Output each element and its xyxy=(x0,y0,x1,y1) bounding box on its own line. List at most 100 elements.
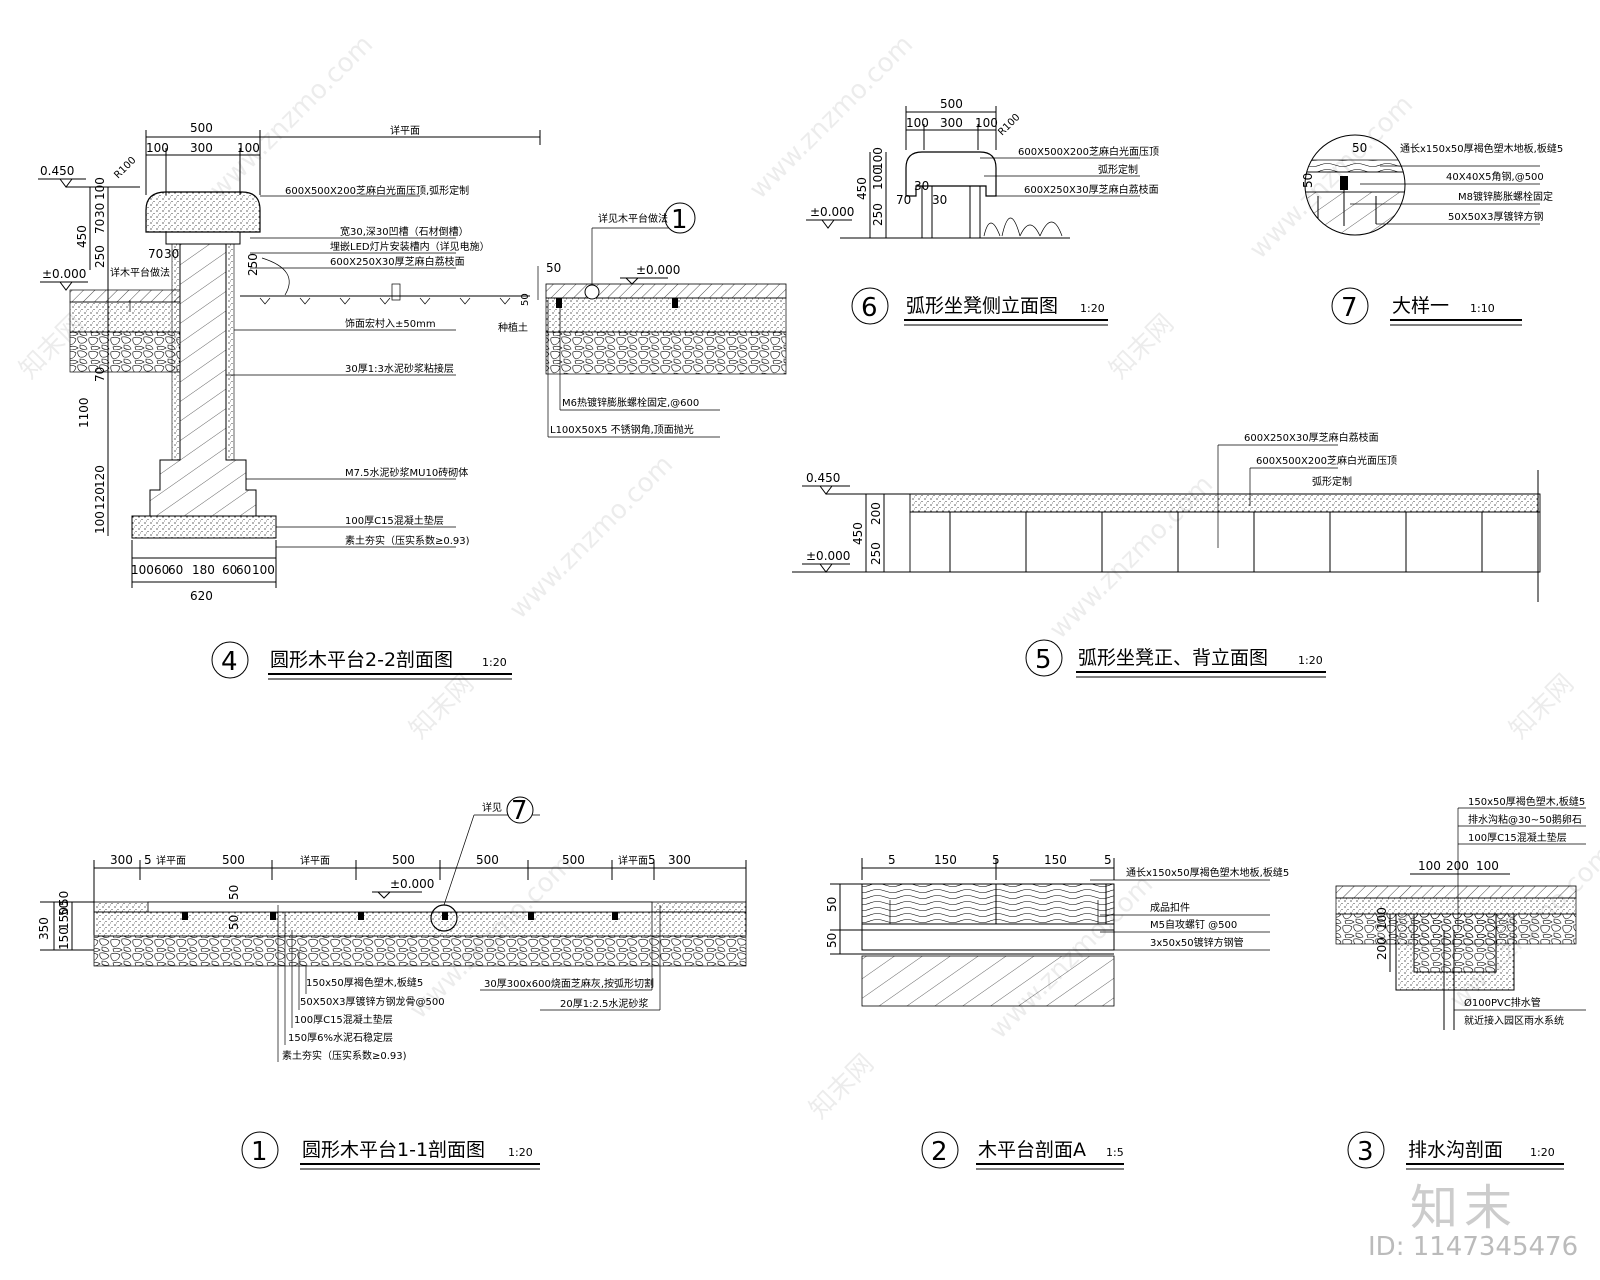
side-note: 详木平台做法 xyxy=(110,266,170,279)
svg-text:100: 100 xyxy=(975,116,998,130)
title-4: 圆形木平台2-2剖面图 xyxy=(270,649,453,671)
svg-text:5: 5 xyxy=(1104,853,1112,867)
svg-text:通长x150x50厚褐色塑木地板,板缝5: 通长x150x50厚褐色塑木地板,板缝5 xyxy=(1126,866,1289,879)
labels-4: 600X500X200芝麻白光面压顶,弧形定制 宽30,深30凹槽（石材倒槽） … xyxy=(129,184,490,548)
title-num-2: 2 xyxy=(931,1137,948,1167)
svg-text:200: 200 xyxy=(869,502,883,525)
inner-dim-70: 70 xyxy=(148,247,163,261)
drawing-2-section: 5 150 5 150 5 50 50 通长x150x50厚褐色塑木地板,板缝5… xyxy=(825,853,1289,1170)
svg-text:600X500X200芝麻白光面压顶: 600X500X200芝麻白光面压顶 xyxy=(1256,454,1397,467)
right-dim-a: 50 xyxy=(546,261,561,275)
svg-text:60: 60 xyxy=(168,563,183,577)
svg-text:弧形定制: 弧形定制 xyxy=(1312,475,1352,488)
svg-text:300: 300 xyxy=(940,116,963,130)
planting-soil: 种植土 xyxy=(498,321,528,334)
scale-2: 1:5 xyxy=(1106,1146,1124,1159)
drawing-1-section: 300 5 详平面 500 详平面 500 500 500 详平面 5 300 … xyxy=(37,796,747,1170)
svg-text:知末网: 知末网 xyxy=(1104,309,1180,385)
svg-text:250: 250 xyxy=(869,542,883,565)
svg-text:150: 150 xyxy=(934,853,957,867)
svg-text:500: 500 xyxy=(562,853,585,867)
radius-label: R100 xyxy=(112,155,138,181)
svg-text:50: 50 xyxy=(1301,173,1315,188)
scale-5: 1:20 xyxy=(1298,654,1323,667)
svg-text:30: 30 xyxy=(914,179,929,193)
title-7: 大样一 xyxy=(1392,295,1449,317)
svg-text:通长x150x50厚褐色塑木地板,板缝5: 通长x150x50厚褐色塑木地板,板缝5 xyxy=(1400,142,1563,155)
svg-text:知末网: 知末网 xyxy=(804,1049,880,1125)
detail-ref-num-1: 7 xyxy=(511,796,528,826)
top-dims-1: 300 5 详平面 500 详平面 500 500 500 详平面 5 300 xyxy=(110,853,691,867)
svg-text:www.znzmo.com: www.znzmo.com xyxy=(504,450,679,625)
svg-text:600X250X30厚芝麻白荔枝面: 600X250X30厚芝麻白荔枝面 xyxy=(1024,183,1159,196)
svg-text:30: 30 xyxy=(932,193,947,207)
svg-text:www.znzmo.com: www.znzmo.com xyxy=(204,30,379,205)
svg-text:100: 100 xyxy=(871,167,885,190)
svg-text:知末网: 知末网 xyxy=(1504,669,1580,745)
svg-text:M7.5水泥砂浆MU10砖砌体: M7.5水泥砂浆MU10砖砌体 xyxy=(345,466,468,479)
svg-text:5: 5 xyxy=(888,853,896,867)
dim-detail: 详平面 xyxy=(390,124,420,137)
level-zero: ±0.000 xyxy=(42,267,86,281)
svg-text:100: 100 xyxy=(906,116,929,130)
svg-text:300: 300 xyxy=(668,853,691,867)
svg-text:150: 150 xyxy=(57,927,71,950)
svg-text:40X40X5角钢,@500: 40X40X5角钢,@500 xyxy=(1446,170,1544,183)
svg-text:±0.000: ±0.000 xyxy=(806,549,850,563)
svg-text:150x50厚褐色塑木,板缝5: 150x50厚褐色塑木,板缝5 xyxy=(1468,795,1585,808)
svg-text:500: 500 xyxy=(476,853,499,867)
svg-text:±0.000: ±0.000 xyxy=(390,877,434,891)
svg-text:50: 50 xyxy=(825,933,839,948)
title-num-1: 1 xyxy=(251,1137,268,1167)
svg-text:5: 5 xyxy=(648,853,656,867)
level-top: 0.450 xyxy=(40,164,74,178)
svg-text:埋嵌LED灯片安装槽内（详见电施）: 埋嵌LED灯片安装槽内（详见电施） xyxy=(330,240,490,253)
svg-text:30厚1:3水泥砂浆粘接层: 30厚1:3水泥砂浆粘接层 xyxy=(345,362,454,375)
scale-3: 1:20 xyxy=(1530,1146,1555,1159)
svg-text:50: 50 xyxy=(57,901,71,916)
svg-text:300: 300 xyxy=(110,853,133,867)
svg-text:M5自攻螺钉 @500: M5自攻螺钉 @500 xyxy=(1150,918,1237,931)
dim-500: 500 xyxy=(190,121,213,135)
dim-100-a: 100 xyxy=(146,141,169,155)
svg-text:100: 100 xyxy=(252,563,275,577)
right-label-bolt: M6热镀锌膨胀螺栓固定,@600 xyxy=(562,396,699,409)
scale-7: 1:10 xyxy=(1470,302,1495,315)
inner-dim-30: 30 xyxy=(164,247,179,261)
svg-text:150厚6%水泥石稳定层: 150厚6%水泥石稳定层 xyxy=(288,1031,393,1044)
svg-text:50: 50 xyxy=(825,897,839,912)
svg-text:排水沟粘@30~50鹅卵石: 排水沟粘@30~50鹅卵石 xyxy=(1468,813,1582,826)
svg-text:200: 200 xyxy=(1446,859,1469,873)
svg-text:60: 60 xyxy=(222,563,237,577)
svg-text:180: 180 xyxy=(192,563,215,577)
svg-text:50: 50 xyxy=(227,885,241,900)
svg-text:500: 500 xyxy=(392,853,415,867)
svg-text:5: 5 xyxy=(144,853,152,867)
svg-text:150: 150 xyxy=(57,907,71,930)
scale-6: 1:20 xyxy=(1080,302,1105,315)
image-id: ID: 1147345476 xyxy=(1368,1232,1579,1262)
drawing-3-drain-section: 100 200 100 100 200 150x50厚褐色塑木,板缝5 排水沟粘… xyxy=(1335,795,1586,1170)
detail-ref-num: 1 xyxy=(671,205,688,235)
svg-text:详平面: 详平面 xyxy=(618,854,648,867)
svg-text:20厚1:2.5水泥砂浆: 20厚1:2.5水泥砂浆 xyxy=(560,997,648,1010)
svg-text:www.znzmo.com: www.znzmo.com xyxy=(744,30,919,205)
svg-text:30: 30 xyxy=(93,203,107,218)
svg-text:知末网: 知末网 xyxy=(404,669,480,745)
right-dim-b: 50 xyxy=(520,293,531,306)
svg-text:50X50X3厚镀锌方钢: 50X50X3厚镀锌方钢 xyxy=(1448,210,1544,223)
svg-text:50: 50 xyxy=(227,915,241,930)
svg-text:450: 450 xyxy=(851,522,865,545)
svg-text:50: 50 xyxy=(1352,141,1367,155)
svg-text:500: 500 xyxy=(222,853,245,867)
dim-300: 300 xyxy=(190,141,213,155)
logo-watermark: 知末 xyxy=(1410,1180,1519,1236)
svg-text:100厚C15混凝土垫层: 100厚C15混凝土垫层 xyxy=(294,1013,393,1026)
svg-text:100: 100 xyxy=(1476,859,1499,873)
title-5: 弧形坐凳正、背立面图 xyxy=(1078,647,1268,669)
svg-text:100: 100 xyxy=(131,563,154,577)
svg-text:120: 120 xyxy=(93,487,107,510)
svg-text:600X250X30厚芝麻白荔枝面: 600X250X30厚芝麻白荔枝面 xyxy=(330,255,465,268)
svg-text:5: 5 xyxy=(992,853,1000,867)
